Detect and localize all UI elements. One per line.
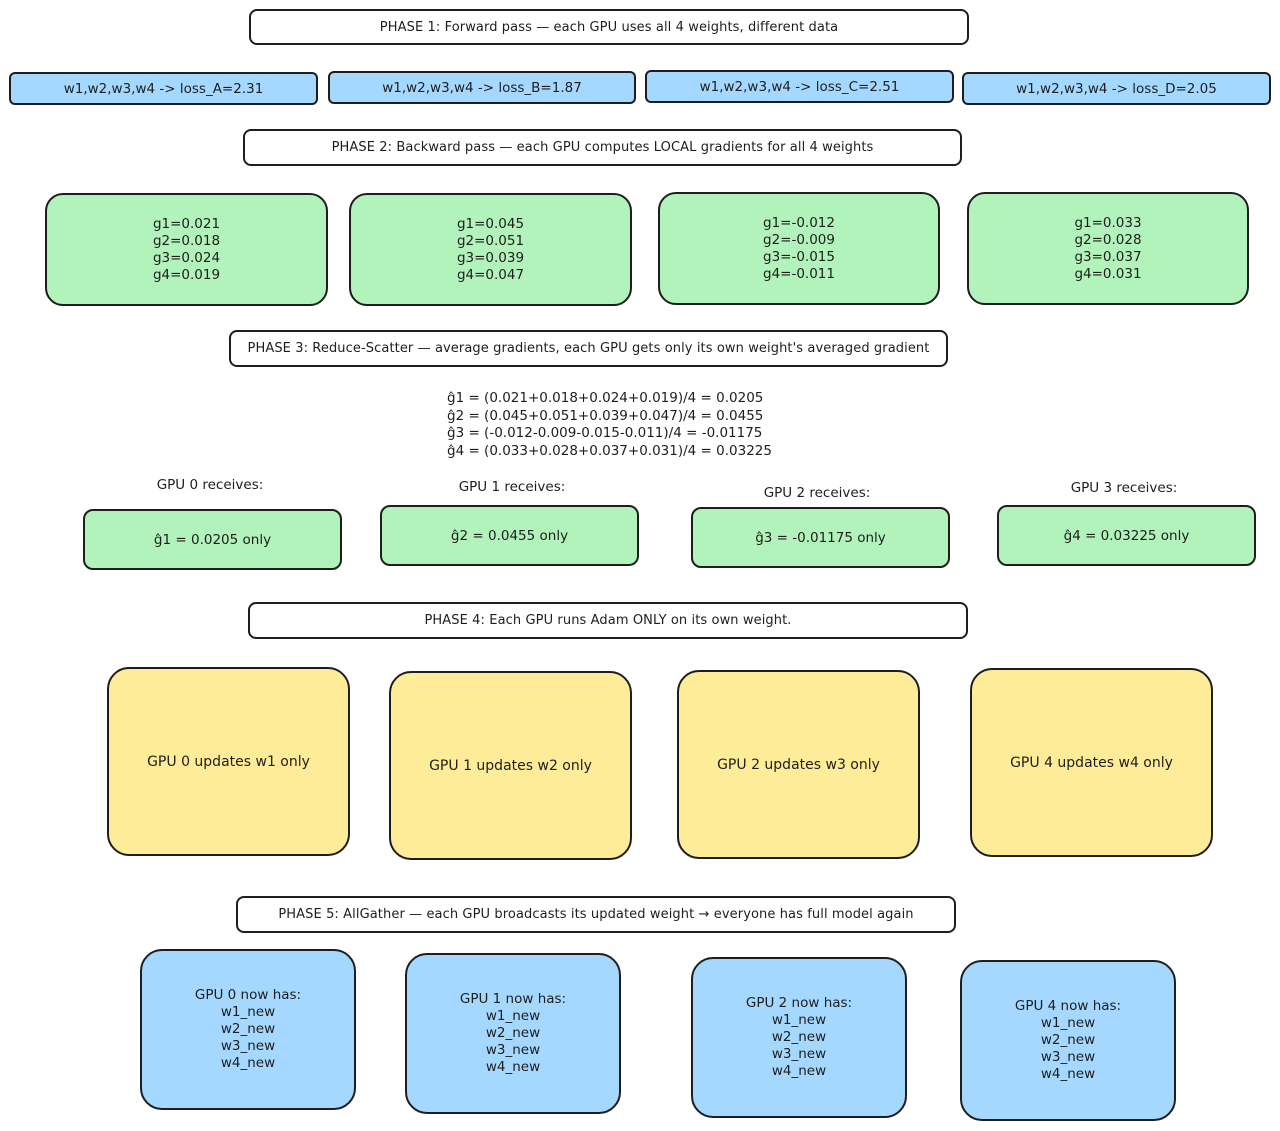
gradient-line: g4=0.047 [456, 266, 525, 283]
gpu0-receives-label: GPU 0 receives: [156, 477, 264, 493]
gpu0-forward-text: w1,w2,w3,w4 -> loss_A=2.31 [63, 80, 264, 97]
gpu1-receives-label: GPU 1 receives: [458, 479, 566, 495]
gathered-weight: w1_new [1040, 1015, 1096, 1031]
gpu3-received-gradient: ĝ4 = 0.03225 only [1063, 527, 1190, 544]
phase4-title-box: PHASE 4: Each GPU runs Adam ONLY on its … [248, 602, 968, 639]
gathered-heading: GPU 1 now has: [459, 991, 567, 1007]
gathered-weight: w2_new [771, 1029, 827, 1045]
phase2-title: PHASE 2: Backward pass — each GPU comput… [331, 140, 874, 155]
gpu1-received-gradient-box: ĝ2 = 0.0455 only [380, 505, 639, 566]
gradient-line: g1=0.045 [456, 215, 525, 232]
gpu0-received-gradient-box: ĝ1 = 0.0205 only [83, 509, 342, 570]
gpu3-forward-text: w1,w2,w3,w4 -> loss_D=2.05 [1016, 80, 1217, 97]
gpu3-received-gradient-box: ĝ4 = 0.03225 only [997, 505, 1256, 566]
gradient-line: g2=-0.009 [763, 231, 835, 248]
gathered-heading: GPU 4 now has: [1014, 998, 1122, 1014]
gpu3-receives-label: GPU 3 receives: [1070, 480, 1178, 496]
formula-line: ĝ4 = (0.033+0.028+0.037+0.031)/4 = 0.032… [447, 442, 772, 459]
gathered-weight: w4_new [1040, 1066, 1096, 1082]
gradient-line: g4=0.019 [152, 266, 221, 283]
gathered-weight: w1_new [485, 1008, 541, 1024]
gpu4-update-text: GPU 4 updates w4 only [1010, 754, 1173, 771]
formula-line: ĝ1 = (0.021+0.018+0.024+0.019)/4 = 0.020… [447, 390, 764, 406]
phase4-title: PHASE 4: Each GPU runs Adam ONLY on its … [424, 613, 792, 628]
phase1-title: PHASE 1: Forward pass — each GPU uses al… [379, 19, 839, 35]
gathered-weight: w4_new [220, 1055, 276, 1071]
gathered-weight: w2_new [485, 1025, 541, 1041]
gathered-weight: w3_new [771, 1046, 827, 1062]
gathered-weight: w3_new [220, 1038, 276, 1054]
gpu2-received-gradient-box: ĝ3 = -0.01175 only [691, 507, 950, 568]
gpu1-gradients-box: g1=0.045 g2=0.051 g3=0.039 g4=0.047 [349, 193, 632, 306]
gradient-line: g4=0.031 [1074, 265, 1142, 282]
phase1-title-box: PHASE 1: Forward pass — each GPU uses al… [249, 9, 969, 45]
phase5-title-box: PHASE 5: AllGather — each GPU broadcasts… [236, 896, 956, 933]
gradient-line: g3=-0.015 [763, 248, 835, 265]
gathered-weight: w2_new [220, 1021, 276, 1037]
gradient-line: g4=-0.011 [763, 265, 835, 282]
gpu4-update-box: GPU 4 updates w4 only [970, 668, 1213, 857]
gathered-heading: GPU 0 now has: [194, 987, 302, 1003]
formula-line: ĝ3 = (-0.012-0.009-0.015-0.011)/4 = -0.0… [447, 425, 763, 441]
gpu3-gradients-box: g1=0.033 g2=0.028 g3=0.037 g4=0.031 [967, 192, 1249, 305]
gpu0-forward-box: w1,w2,w3,w4 -> loss_A=2.31 [9, 72, 318, 105]
gpu2-receives-label: GPU 2 receives: [763, 485, 871, 501]
gradient-line: g3=0.037 [1074, 248, 1142, 265]
formula-line: ĝ2 = (0.045+0.051+0.039+0.047)/4 = 0.045… [447, 407, 764, 424]
gpu2-update-text: GPU 2 updates w3 only [717, 756, 880, 773]
gpu1-received-gradient: ĝ2 = 0.0455 only [450, 527, 569, 544]
gpu2-forward-text: w1,w2,w3,w4 -> loss_C=2.51 [699, 78, 900, 95]
gpu0-update-box: GPU 0 updates w1 only [107, 667, 350, 856]
gathered-weight: w4_new [771, 1063, 827, 1079]
gathered-heading: GPU 2 now has: [745, 995, 853, 1011]
gradient-line: g3=0.039 [456, 249, 525, 266]
gradient-line: g1=0.021 [152, 215, 221, 232]
gradient-line: g1=0.033 [1074, 214, 1142, 231]
gradient-line: g2=0.028 [1074, 231, 1142, 248]
gpu2-received-gradient: ĝ3 = -0.01175 only [755, 529, 886, 546]
gpu1-forward-text: w1,w2,w3,w4 -> loss_B=1.87 [382, 79, 582, 96]
gathered-weight: w3_new [1040, 1049, 1096, 1065]
gpu3-forward-box: w1,w2,w3,w4 -> loss_D=2.05 [962, 72, 1271, 105]
gpu2-forward-box: w1,w2,w3,w4 -> loss_C=2.51 [645, 70, 954, 103]
gathered-weight: w2_new [1040, 1032, 1096, 1048]
gpu1-gathered-box: GPU 1 now has: w1_new w2_new w3_new w4_n… [405, 953, 621, 1114]
gpu0-gradients-box: g1=0.021 g2=0.018 g3=0.024 g4=0.019 [45, 193, 328, 306]
gpu1-update-box: GPU 1 updates w2 only [389, 671, 632, 860]
gathered-weight: w1_new [220, 1004, 276, 1020]
gpu2-update-box: GPU 2 updates w3 only [677, 670, 920, 859]
gathered-weight: w1_new [771, 1012, 827, 1028]
averaged-gradient-formulas: ĝ1 = (0.021+0.018+0.024+0.019)/4 = 0.020… [447, 390, 772, 460]
gpu1-forward-box: w1,w2,w3,w4 -> loss_B=1.87 [328, 71, 636, 104]
gradient-line: g1=-0.012 [763, 214, 835, 231]
gpu0-received-gradient: ĝ1 = 0.0205 only [153, 531, 272, 548]
gradient-line: g2=0.018 [152, 232, 221, 249]
phase5-title: PHASE 5: AllGather — each GPU broadcasts… [278, 907, 914, 922]
phase3-title-box: PHASE 3: Reduce-Scatter — average gradie… [229, 330, 948, 367]
gpu0-update-text: GPU 0 updates w1 only [147, 753, 310, 770]
gpu4-gathered-box: GPU 4 now has: w1_new w2_new w3_new w4_n… [960, 960, 1176, 1121]
gpu2-gradients-box: g1=-0.012 g2=-0.009 g3=-0.015 g4=-0.011 [658, 192, 940, 305]
phase3-title: PHASE 3: Reduce-Scatter — average gradie… [247, 341, 930, 356]
gradient-line: g2=0.051 [456, 232, 525, 249]
gathered-weight: w3_new [485, 1042, 541, 1058]
gathered-weight: w4_new [485, 1059, 541, 1075]
gpu2-gathered-box: GPU 2 now has: w1_new w2_new w3_new w4_n… [691, 957, 907, 1118]
gradient-line: g3=0.024 [152, 249, 221, 266]
gpu1-update-text: GPU 1 updates w2 only [429, 757, 592, 774]
gpu0-gathered-box: GPU 0 now has: w1_new w2_new w3_new w4_n… [140, 949, 356, 1110]
phase2-title-box: PHASE 2: Backward pass — each GPU comput… [243, 129, 962, 166]
